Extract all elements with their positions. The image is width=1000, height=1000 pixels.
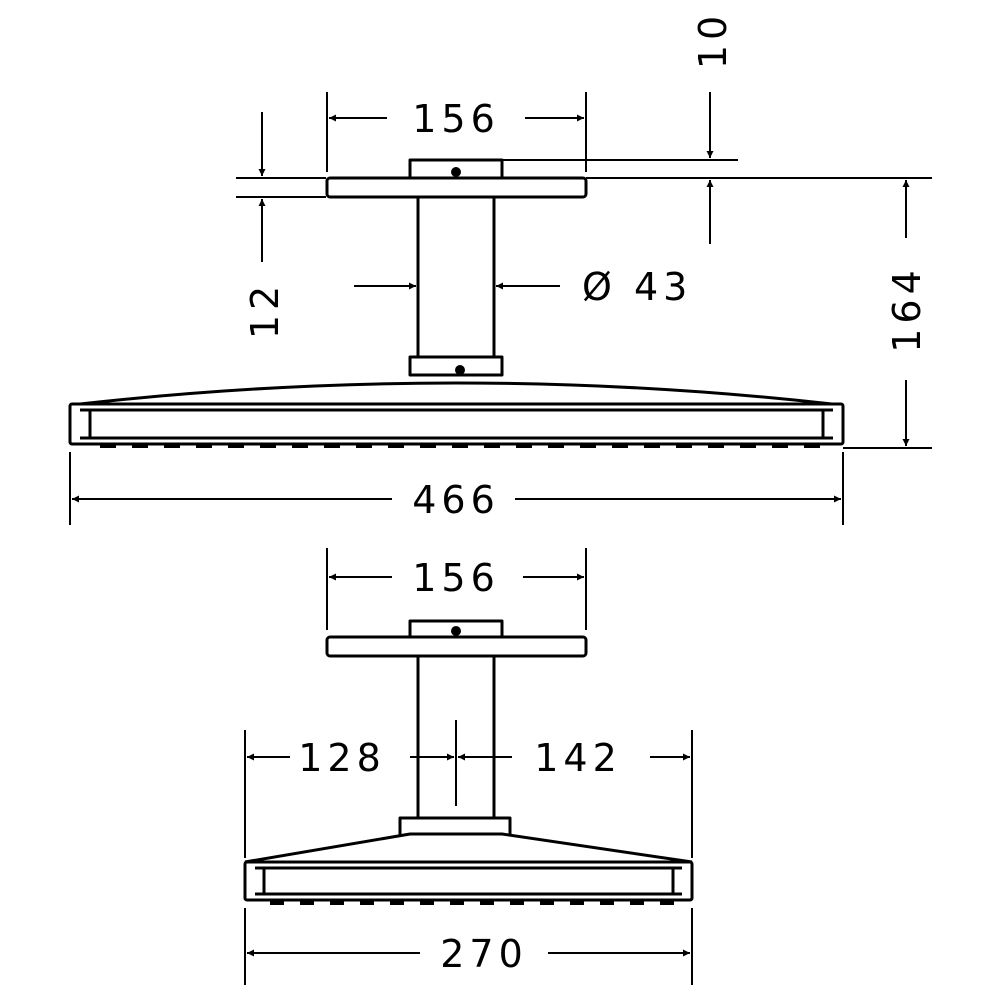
front-dimensions [69,92,932,525]
dim-head-width: 466 [412,478,500,522]
side-dimensions [244,548,693,985]
head-top [79,381,833,406]
arm-collar [408,355,504,377]
collar-screw [455,365,465,375]
dim-connector-height: 10 [691,11,735,69]
dim-head-front-depth: 128 [298,736,386,780]
connector-screw [451,167,461,177]
dim-arm-diameter: Ø 43 [582,265,692,309]
side-connector-screw [451,626,461,636]
side-view [243,619,694,905]
shower-arm [416,195,496,359]
side-head-top [244,832,693,864]
dim-total-height: 164 [885,265,929,353]
dim-head-total-depth: 270 [440,932,528,976]
dim-head-back-depth: 142 [534,736,622,780]
dim-plate-width-side: 156 [412,556,500,600]
front-view [68,158,845,448]
dim-plate-thickness: 12 [243,281,287,339]
side-ceiling-plate [325,635,588,658]
ceiling-plate [325,176,588,199]
dim-plate-width-front: 156 [412,97,500,141]
side-head-body [243,860,694,902]
